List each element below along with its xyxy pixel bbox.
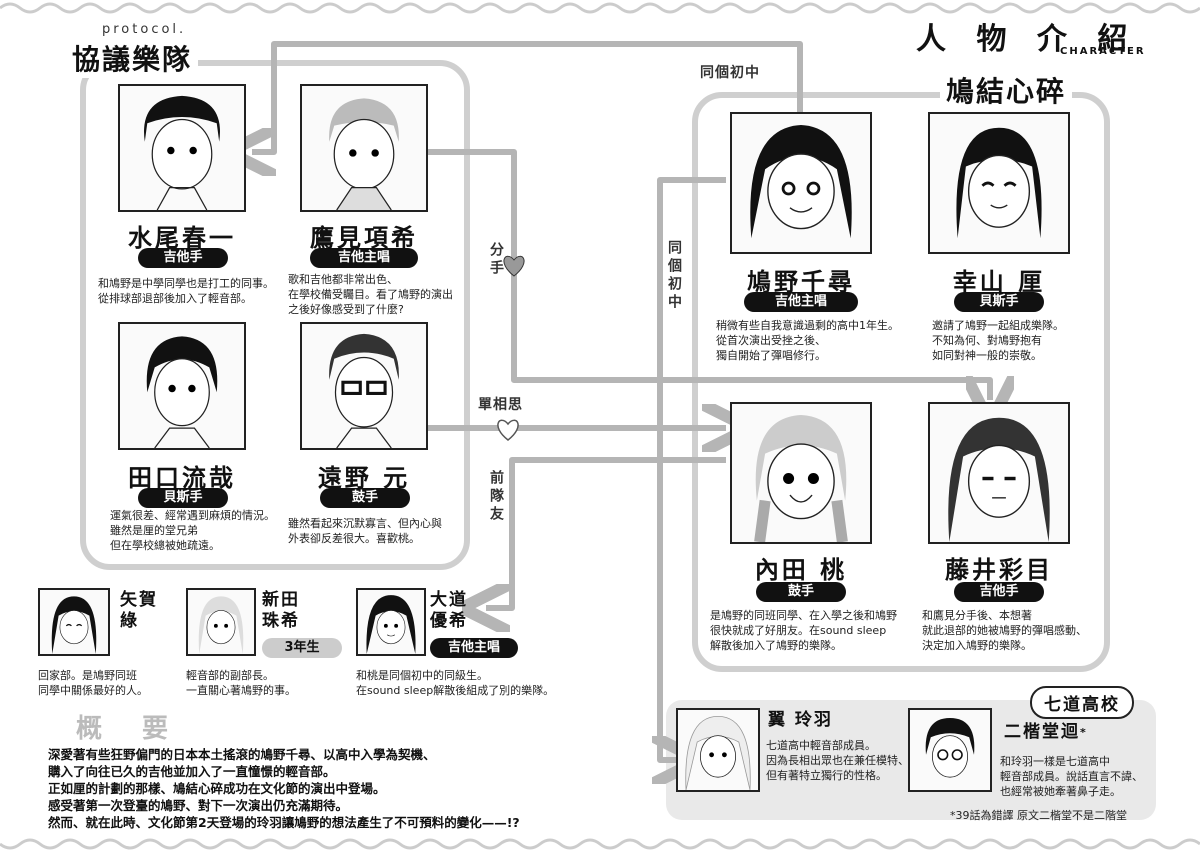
protocol-group-title: 協議樂隊 xyxy=(66,38,199,78)
overview-line: 感受著第一次登臺的鳩野、對下一次演出仍充滿期待。 xyxy=(48,798,349,813)
takami-portrait xyxy=(300,84,428,212)
hatono-role-badge: 吉他主唱 xyxy=(744,292,858,312)
uchida-role-badge: 鼓手 xyxy=(756,582,846,602)
nitta-grade-badge: 3年生 xyxy=(262,638,342,658)
hatono-name: 鳩野千尋 xyxy=(747,268,855,296)
mizuo-portrait xyxy=(118,84,246,212)
nitta-desc: 輕音部的副部長。一直關心著鳩野的事。 xyxy=(186,669,296,697)
taguchi-name: 田口流哉 xyxy=(128,464,236,492)
relation-label-former-bandmate: 前隊友 xyxy=(488,470,504,524)
nikaido-name: 二楷堂迴* xyxy=(1004,722,1088,742)
yaga-name: 矢賀 綠 xyxy=(120,590,158,631)
tsubasa-name: 翼 玲羽 xyxy=(768,710,833,730)
tsubasa-portrait xyxy=(676,708,760,792)
overview-title: 概要 xyxy=(76,714,209,744)
page-title: 人 物 介 紹 xyxy=(916,22,1138,57)
uchida-name: 內田 桃 xyxy=(754,556,848,584)
overview-line: 深愛著有些狂野偏門的日本本土搖滾的鳩野千尋、以高中入學為契機、 xyxy=(48,747,436,762)
uchida-portrait xyxy=(730,402,872,544)
taguchi-portrait xyxy=(118,322,246,450)
mizuo-desc: 和鳩野是中學同學也是打工的同事。從排球部退部後加入了輕音部。 xyxy=(98,277,274,305)
mizuo-name: 水尾春一 xyxy=(128,224,236,252)
relation-label-same-middle-side: 同個初中 xyxy=(666,240,682,312)
takami-role-badge: 吉他主唱 xyxy=(310,248,418,268)
hatono-desc: 稍微有些自我意識過剩的高中1年生。從首次演出受挫之後、獨自開始了彈唱修行。 xyxy=(716,319,899,362)
nanamichi-group-title: 七道高校 xyxy=(1030,686,1134,719)
takami-desc: 歌和吉他都非常出色、在學校備受矚目。看了鳩野的演出之後好像感受到了什麼? xyxy=(288,273,453,316)
page-subtitle: CHARACTER xyxy=(1060,46,1146,57)
yaga-portrait xyxy=(38,588,110,656)
nikaido-desc: 和玲羽一樣是七道高中輕音部成員。說話直言不諱、也經常被她牽著鼻子走。 xyxy=(1000,755,1143,798)
koyama-role-badge: 貝斯手 xyxy=(954,292,1044,312)
tono-name: 遠野 元 xyxy=(317,464,411,492)
nikaido-portrait xyxy=(908,708,992,792)
tono-role-badge: 鼓手 xyxy=(320,488,410,508)
koyama-portrait xyxy=(928,112,1070,254)
omichi-portrait xyxy=(356,588,426,656)
koyama-name: 幸山 厘 xyxy=(952,268,1046,296)
mizuo-role-badge: 吉他手 xyxy=(138,248,228,268)
relation-label-breakup: 分手 xyxy=(488,242,504,278)
broken-heart-icon xyxy=(503,255,525,277)
tsubasa-desc: 七道高中輕音部成員。因為長相出眾也在兼任模特、但有著特立獨行的性格。 xyxy=(766,739,909,782)
hatono-portrait xyxy=(730,112,872,254)
omichi-name: 大道 優希 xyxy=(430,590,468,631)
nitta-name: 新田 珠希 xyxy=(262,590,300,631)
overview-line: 然而、就在此時、文化節第2天登場的玲羽讓鳩野的想法產生了不可預料的變化——!? xyxy=(48,815,520,830)
fujii-desc: 和鷹見分手後、本想著就此退部的她被鳩野的彈唱感動、決定加入鳩野的樂隊。 xyxy=(922,609,1087,652)
top-wavy-border xyxy=(0,2,1200,14)
fujii-role-badge: 吉他手 xyxy=(954,582,1044,602)
fujii-name: 藤井彩目 xyxy=(945,556,1053,584)
relation-label-unrequited: 單相思 xyxy=(478,397,523,413)
tono-portrait xyxy=(300,322,428,450)
koyama-desc: 邀請了鳩野一起組成樂隊。不知為何、對鳩野抱有如同對神一般的崇敬。 xyxy=(932,319,1064,362)
yaga-desc: 回家部。是鳩野同班同學中關係最好的人。 xyxy=(38,669,148,697)
omichi-role-badge: 吉他主唱 xyxy=(430,638,518,658)
taguchi-desc: 運氣很差、經常遇到麻煩的情況。雖然是厘的堂兄弟但在學校總被她疏遠。 xyxy=(110,509,275,552)
fujii-portrait xyxy=(928,402,1070,544)
overview-line: 正如厘的計劃的那樣、鳩結心碎成功在文化節的演出中登場。 xyxy=(48,781,386,796)
taguchi-role-badge: 貝斯手 xyxy=(138,488,228,508)
relation-label-same-middle-top: 同個初中 xyxy=(700,65,760,81)
protocol-group-subtitle: protocol. xyxy=(102,22,187,37)
hatoyui-group-title: 鳩結心碎 xyxy=(940,70,1073,110)
tono-desc: 雖然看起來沉默寡言、但內心與外表卻反差很大。喜歡桃。 xyxy=(288,517,442,545)
takami-name: 鷹見項希 xyxy=(310,224,418,252)
overview-line: 購入了向往已久的吉他並加入了一直憧憬的輕音部。 xyxy=(48,764,336,779)
footnote: *39話為錯譯 原文二楷堂不是二階堂 xyxy=(950,809,1127,822)
heart-icon xyxy=(497,419,519,441)
omichi-desc: 和桃是同個初中的同級生。在sound sleep解散後組成了別的樂隊。 xyxy=(356,669,555,697)
nitta-portrait xyxy=(186,588,256,656)
bottom-wavy-border xyxy=(0,838,1200,850)
